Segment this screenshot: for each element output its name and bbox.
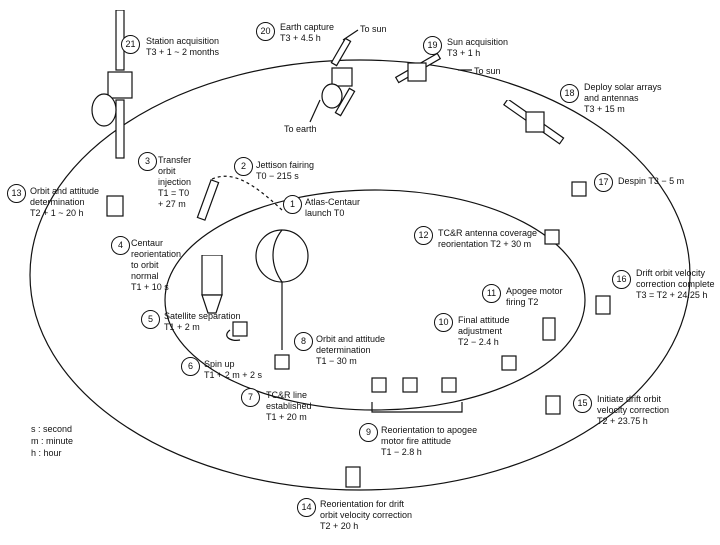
step-num-19: 19: [423, 36, 442, 55]
satellite-earth-capture-icon: [318, 37, 368, 118]
step-num-7: 7: [241, 388, 260, 407]
satellite-station-icon: [90, 9, 150, 160]
step-num-15: 15: [573, 394, 592, 413]
drift-orbit-path: [29, 59, 691, 491]
to-sun-label-2: To sun: [474, 66, 501, 76]
rocket-fairing-icon: [196, 175, 226, 230]
legend-hour: h : hour: [31, 448, 62, 458]
step-num-5: 5: [141, 310, 160, 329]
step-num-14: 14: [297, 498, 316, 517]
step-num-1: 1: [283, 195, 302, 214]
step-num-17: 17: [594, 173, 613, 192]
step-num-2: 2: [234, 157, 253, 176]
satellite-deploy-icon: [500, 98, 570, 150]
legend-second: s : second: [31, 424, 73, 434]
step-num-12: 12: [414, 226, 433, 245]
step-num-18: 18: [560, 84, 579, 103]
step-num-4: 4: [111, 236, 130, 255]
step-num-10: 10: [434, 313, 453, 332]
satellite-sun-acq-icon: [394, 45, 444, 105]
step-num-3: 3: [138, 152, 157, 171]
step-num-8: 8: [294, 332, 313, 351]
step-num-16: 16: [612, 270, 631, 289]
transfer-orbit-path: [164, 189, 586, 411]
step-num-6: 6: [181, 357, 200, 376]
to-sun-label-1: To sun: [360, 24, 387, 34]
step-num-13: 13: [7, 184, 26, 203]
centaur-stage-icon: [198, 254, 226, 315]
step-num-11: 11: [482, 284, 501, 303]
to-earth-label: To earth: [284, 124, 317, 134]
units-legend: s : second m : minute h : hour: [31, 423, 73, 459]
step-num-9: 9: [359, 423, 378, 442]
launch-trajectory: [209, 175, 283, 211]
step-num-21: 21: [121, 35, 140, 54]
legend-minute: m : minute: [31, 436, 74, 446]
step-label-17: Despin T3 − 5 m: [618, 176, 685, 186]
step-num-20: 20: [256, 22, 275, 41]
